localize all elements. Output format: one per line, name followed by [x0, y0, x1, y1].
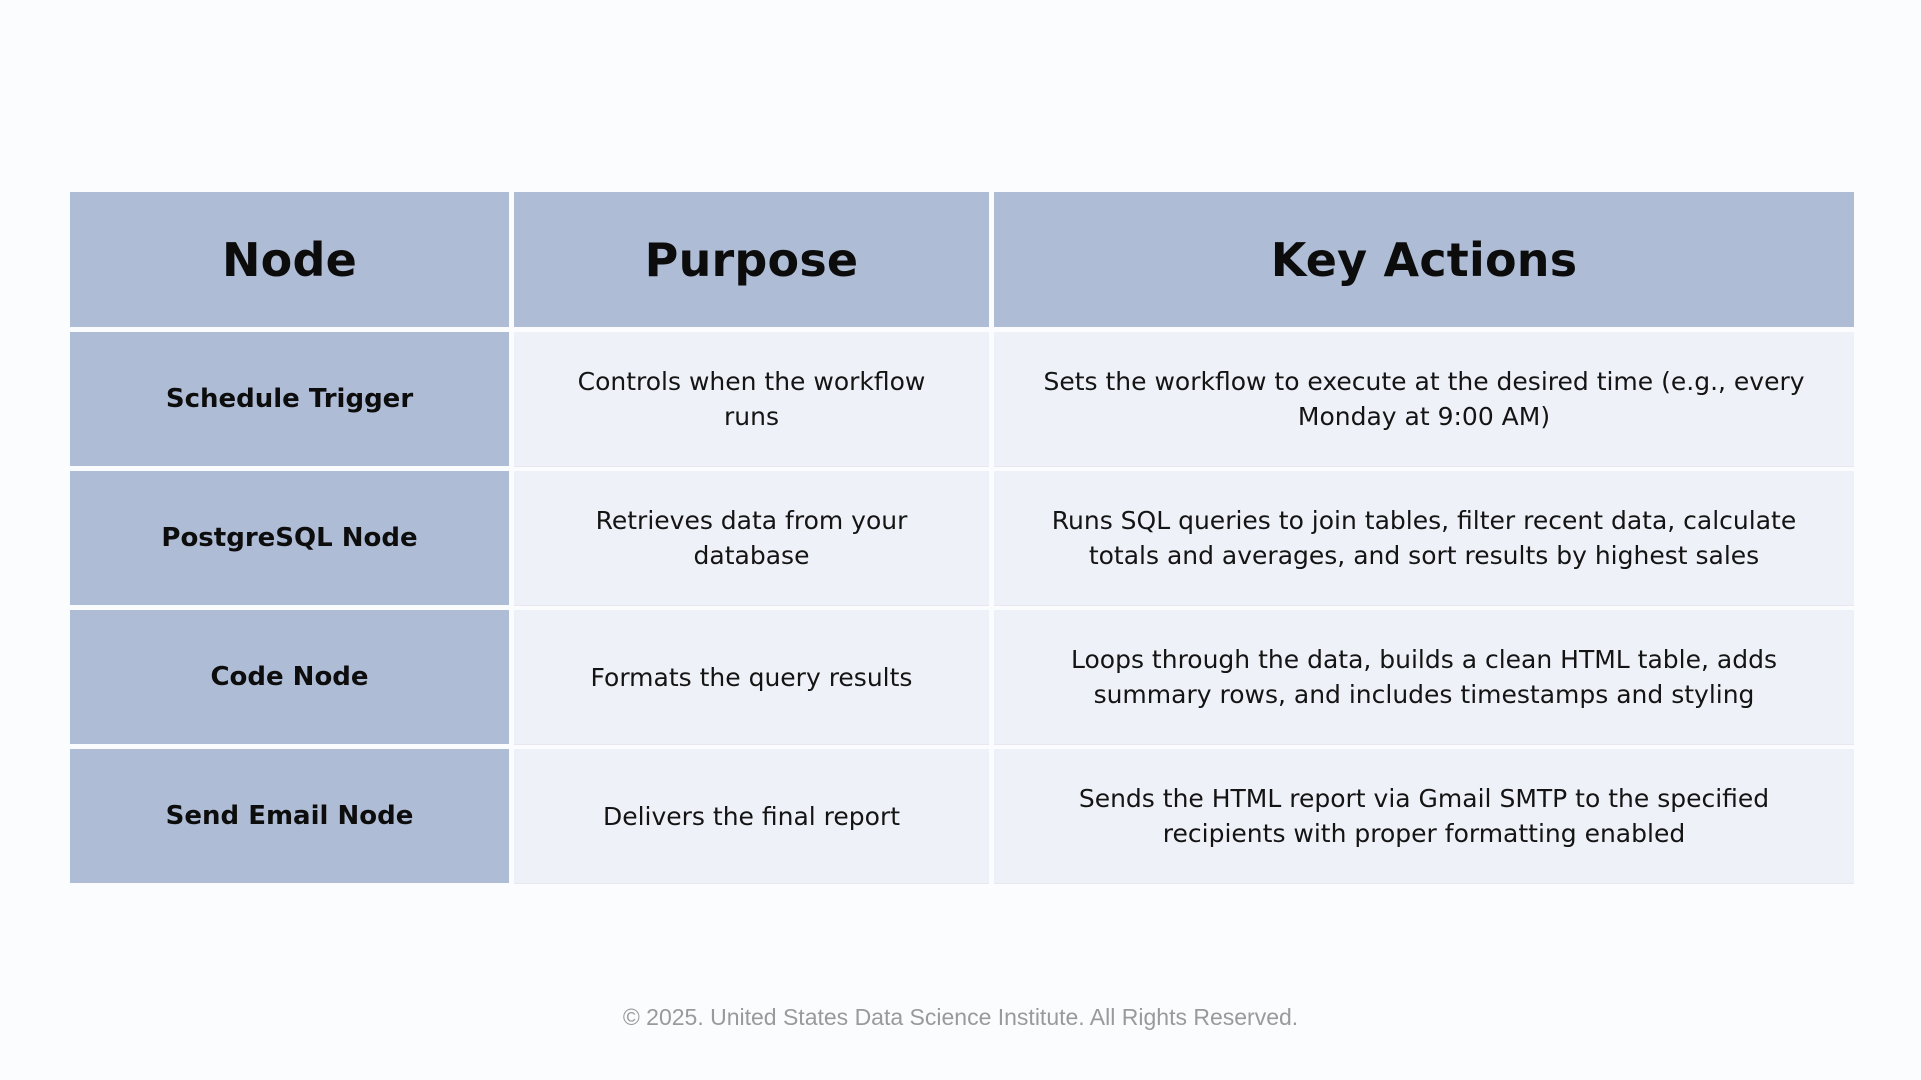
node-key-actions: Loops through the data, builds a clean H… — [994, 610, 1854, 744]
table-row: Send Email Node Delivers the final repor… — [70, 749, 1854, 883]
node-key-actions: Sets the workflow to execute at the desi… — [994, 332, 1854, 466]
node-purpose: Formats the query results — [514, 610, 989, 744]
node-purpose: Retrieves data from your database — [514, 471, 989, 605]
node-purpose: Delivers the final report — [514, 749, 989, 883]
table-header-row: Node Purpose Key Actions — [70, 192, 1854, 327]
table-row: PostgreSQL Node Retrieves data from your… — [70, 471, 1854, 605]
node-key-actions: Sends the HTML report via Gmail SMTP to … — [994, 749, 1854, 883]
node-name: Send Email Node — [70, 749, 509, 883]
node-name: Schedule Trigger — [70, 332, 509, 466]
copyright-footer: © 2025. United States Data Science Insti… — [622, 1004, 1299, 1030]
table-row: Code Node Formats the query results Loop… — [70, 610, 1854, 744]
node-purpose: Controls when the workflow runs — [514, 332, 989, 466]
header-purpose: Purpose — [514, 192, 989, 327]
header-key-actions: Key Actions — [994, 192, 1854, 327]
nodes-table: Node Purpose Key Actions Schedule Trigge… — [65, 187, 1859, 888]
node-name: PostgreSQL Node — [70, 471, 509, 605]
table-row: Schedule Trigger Controls when the workf… — [70, 332, 1854, 466]
node-key-actions: Runs SQL queries to join tables, filter … — [994, 471, 1854, 605]
node-name: Code Node — [70, 610, 509, 744]
header-node: Node — [70, 192, 509, 327]
